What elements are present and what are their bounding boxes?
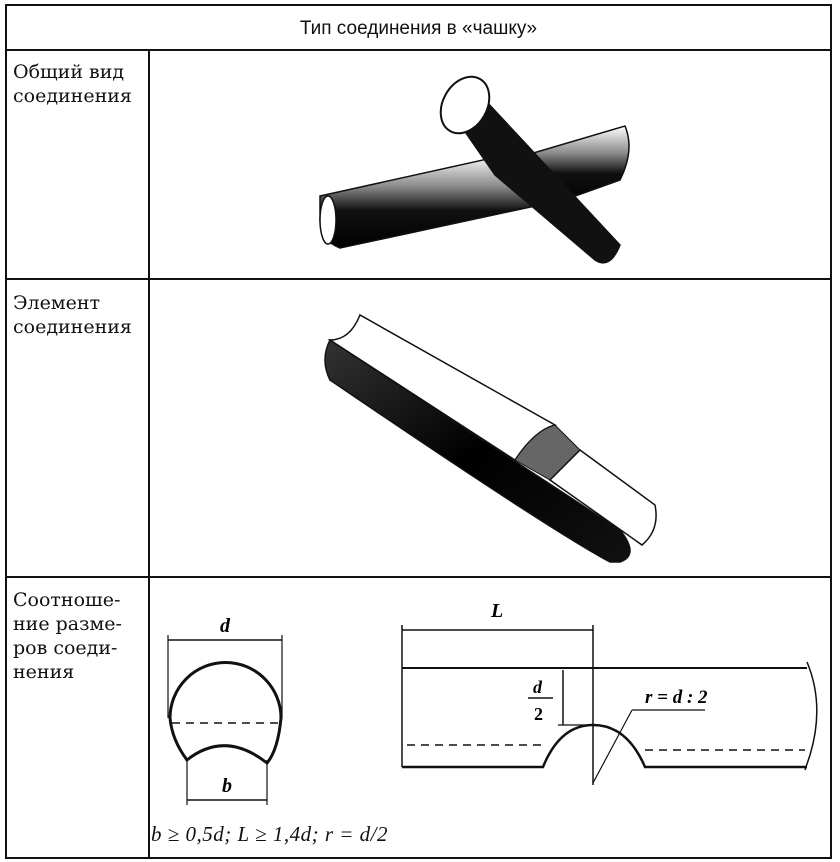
table-header: Тип соединения в «чашку»	[299, 17, 538, 39]
dim-b-label: b	[222, 775, 232, 797]
divider	[7, 49, 830, 51]
dimension-formula: b ≥ 0,5d; L ≥ 1,4d; r = d/2	[151, 822, 389, 846]
cross-section-drawing: d b	[167, 615, 283, 805]
side-view-drawing: L d 2 r = d : 2	[401, 600, 818, 785]
column-divider	[148, 51, 150, 857]
crossed-logs-image	[319, 75, 630, 264]
divider	[7, 576, 830, 578]
row-label-general-view: Общий вид соединения	[13, 61, 132, 107]
dim-half-num: d	[533, 677, 543, 697]
divider	[7, 278, 830, 280]
dim-L-label: L	[490, 600, 503, 622]
dim-d-label: d	[220, 615, 231, 637]
row-label-joint-element: Элемент соединения	[13, 292, 132, 338]
log-element-image	[324, 313, 657, 563]
joint-table: Тип соединения в «чашку» Общий вид соеди…	[5, 4, 832, 859]
row-label-dimension-ratio: Соотноше- ние разме- ров соеди- нения	[13, 589, 122, 683]
radius-callout: r = d : 2	[645, 687, 708, 708]
dim-half-den: 2	[534, 704, 543, 724]
